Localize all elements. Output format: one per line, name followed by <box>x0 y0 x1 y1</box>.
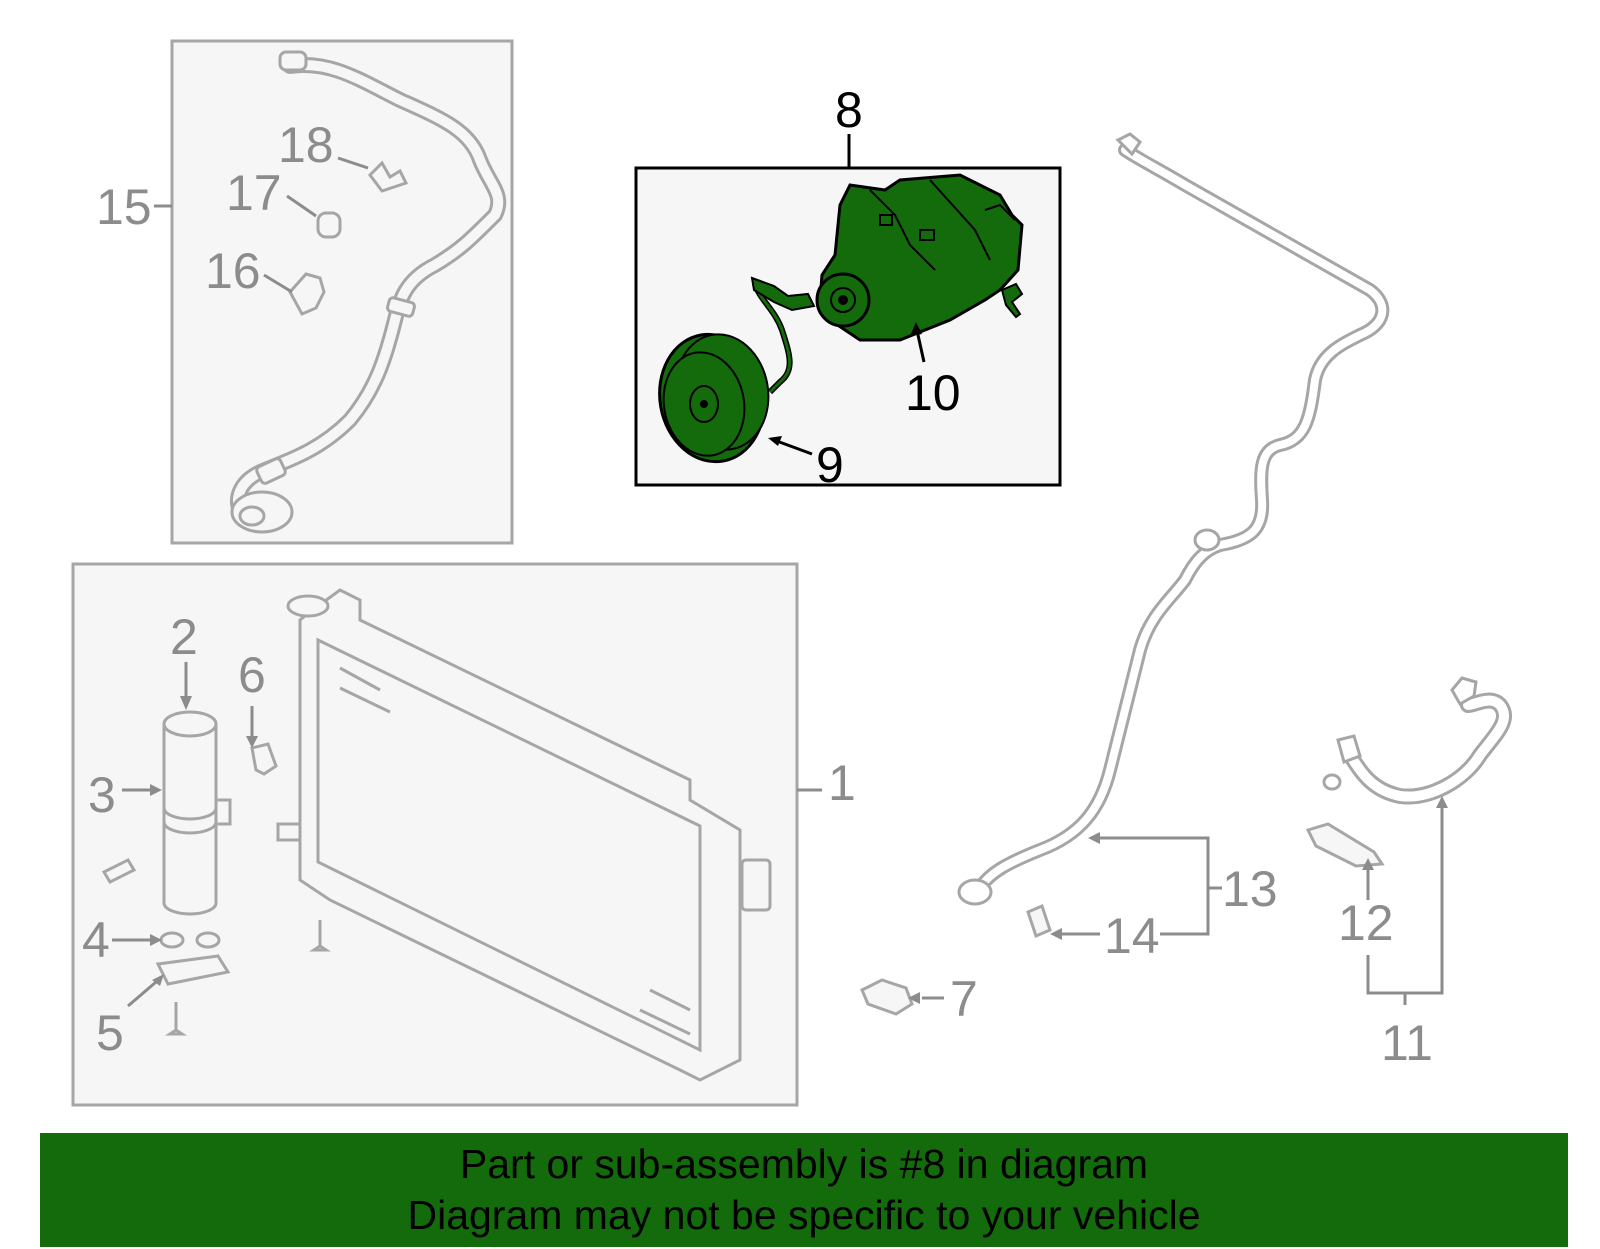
bracket-part-12 <box>1305 822 1385 868</box>
cap-part-17 <box>316 211 342 239</box>
pipe-assembly-part-13 <box>957 132 1390 906</box>
condenser-core <box>276 588 772 1082</box>
callout-8: 8 <box>835 82 863 138</box>
sensor-part-6 <box>250 742 278 776</box>
callout-11: 11 <box>1381 1015 1433 1071</box>
callout-4: 4 <box>82 912 110 968</box>
callout-13: 13 <box>1222 861 1278 917</box>
callout-1: 1 <box>828 755 856 811</box>
clip-part-18 <box>368 160 409 193</box>
callout-7: 7 <box>950 971 978 1027</box>
hose-assembly-group: 15 18 17 16 <box>96 39 514 545</box>
callout-17: 17 <box>226 165 282 221</box>
callout-14: 14 <box>1104 908 1160 964</box>
valve-part-16 <box>288 272 326 316</box>
info-banner: Part or sub-assembly is #8 in diagram Di… <box>40 1133 1568 1247</box>
clip-part-7 <box>860 978 914 1016</box>
callout-15: 15 <box>96 179 152 235</box>
clip-part-14 <box>1026 903 1052 939</box>
bolt-part <box>309 920 331 952</box>
callout-3: 3 <box>88 767 116 823</box>
compressor-assembly-group: 8 10 9 <box>634 82 1062 493</box>
callout-18: 18 <box>278 117 334 173</box>
banner-line-2: Diagram may not be specific to your vehi… <box>407 1192 1201 1238</box>
receiver-drier-part-3 <box>162 710 232 916</box>
callout-2: 2 <box>170 609 198 665</box>
callout-5: 5 <box>96 1005 124 1061</box>
bolt-icon <box>1000 282 1024 319</box>
o-ring-part-4 <box>195 931 221 949</box>
callout-9: 9 <box>816 437 844 493</box>
clutch-pulley-part-9 <box>658 332 770 464</box>
callout-16: 16 <box>205 243 261 299</box>
hose-part-11 <box>1322 676 1512 805</box>
condenser-assembly-group: 1 2 3 <box>71 562 856 1107</box>
banner-line-1: Part or sub-assembly is #8 in diagram <box>459 1141 1149 1187</box>
bolt-part <box>165 1002 187 1036</box>
bracket-part-5 <box>155 954 231 986</box>
compressor-part-10 <box>815 173 1024 342</box>
callout-12: 12 <box>1338 895 1394 951</box>
o-ring-part-4 <box>159 931 185 949</box>
callout-10: 10 <box>905 365 961 421</box>
callout-6: 6 <box>238 647 266 703</box>
bolt-part <box>101 858 137 884</box>
